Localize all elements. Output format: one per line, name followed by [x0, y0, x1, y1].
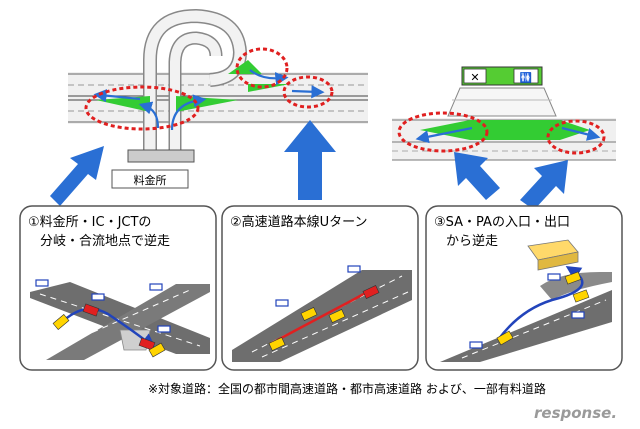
- road-sign: [275, 299, 289, 307]
- panel-1: ①料金所・IC・JCTの 分岐・合流地点で逆走: [19, 205, 217, 371]
- sa-restroom-icon: 🚻: [520, 71, 532, 84]
- panel-1-road-b: [46, 284, 210, 360]
- sa-building: [447, 87, 557, 117]
- road-sign: [571, 311, 585, 319]
- interchange-scene: 料金所: [68, 8, 368, 189]
- panel-2-title: ②高速道路本線Uターン: [230, 214, 368, 230]
- sa-restaurant-icon: ✕: [470, 71, 479, 84]
- hotspot-ring: [397, 111, 489, 153]
- road-sign: [35, 279, 49, 287]
- hotspot-ring: [235, 47, 289, 89]
- car-yellow: [148, 342, 166, 358]
- watermark-logo: response.: [534, 404, 617, 422]
- pointer-arrow-right-a: [454, 152, 500, 200]
- merge-area-green: [96, 96, 150, 112]
- sa-building-small-side: [537, 251, 579, 271]
- car-yellow: [572, 289, 590, 303]
- car-yellow: [496, 330, 514, 346]
- road-sign: [157, 325, 171, 333]
- car-red: [138, 337, 156, 351]
- car-red: [362, 285, 380, 299]
- hotspot-ring: [282, 75, 334, 109]
- wrong-way-arrow: [138, 101, 160, 129]
- panel-3-wrong-path: [496, 265, 584, 341]
- sa-sign-left-box: [463, 68, 487, 84]
- panel-1-subtitle: 分岐・合流地点で逆走: [40, 233, 170, 249]
- panel-3: ③SA・PAの入口・出口 から逆走: [425, 205, 623, 371]
- car-yellow: [268, 337, 286, 351]
- merge-area-green: [176, 96, 238, 112]
- sa-sign-right-box: [513, 68, 539, 84]
- car-yellow: [328, 309, 346, 323]
- panel-3-title: ③SA・PAの入口・出口: [434, 215, 570, 230]
- tollbooth-label: 料金所: [134, 173, 167, 187]
- panel-3-lane: [461, 299, 607, 359]
- wrong-way-arrow: [561, 126, 601, 141]
- wrong-way-arrow: [249, 69, 289, 86]
- tollbooth-sign: [111, 169, 189, 189]
- service-area-scene: ✕ 🚻: [392, 66, 616, 161]
- hotspot-ring: [84, 85, 200, 131]
- road-sign: [547, 273, 561, 281]
- car-yellow: [52, 314, 70, 330]
- road-sign: [347, 265, 361, 273]
- car-yellow: [564, 271, 582, 285]
- panel-2: ②高速道路本線Uターン: [221, 205, 419, 371]
- ramp-inner-surface: [170, 32, 221, 160]
- panel-3-road: [440, 290, 612, 362]
- wrong-way-arrow: [415, 126, 473, 144]
- panel-1-lane: [51, 289, 191, 351]
- car-yellow: [300, 307, 318, 321]
- panel-1-title: ①料金所・IC・JCTの: [28, 214, 151, 230]
- panel-1-wrong-path: [59, 307, 156, 349]
- pointer-arrow-center: [284, 120, 336, 200]
- panel-2-lane: [261, 291, 409, 358]
- pointer-arrows: [50, 120, 568, 210]
- footnote: ※対象道路：全国の都市間高速道路・都市高速道路 および、一部有料道路: [148, 381, 546, 396]
- car-red: [82, 303, 100, 317]
- pointer-arrow-right-b: [520, 160, 568, 210]
- hotspot-ring: [546, 119, 606, 155]
- road-sign: [149, 283, 163, 291]
- wrong-way-arrow: [291, 85, 325, 99]
- road-sign: [91, 293, 105, 301]
- pointer-arrow-left: [50, 146, 104, 206]
- panel-3-subtitle: から逆走: [446, 233, 498, 249]
- wrong-way-arrow: [93, 89, 141, 103]
- tollbooth-roof: [127, 149, 195, 163]
- road-sign: [469, 341, 483, 349]
